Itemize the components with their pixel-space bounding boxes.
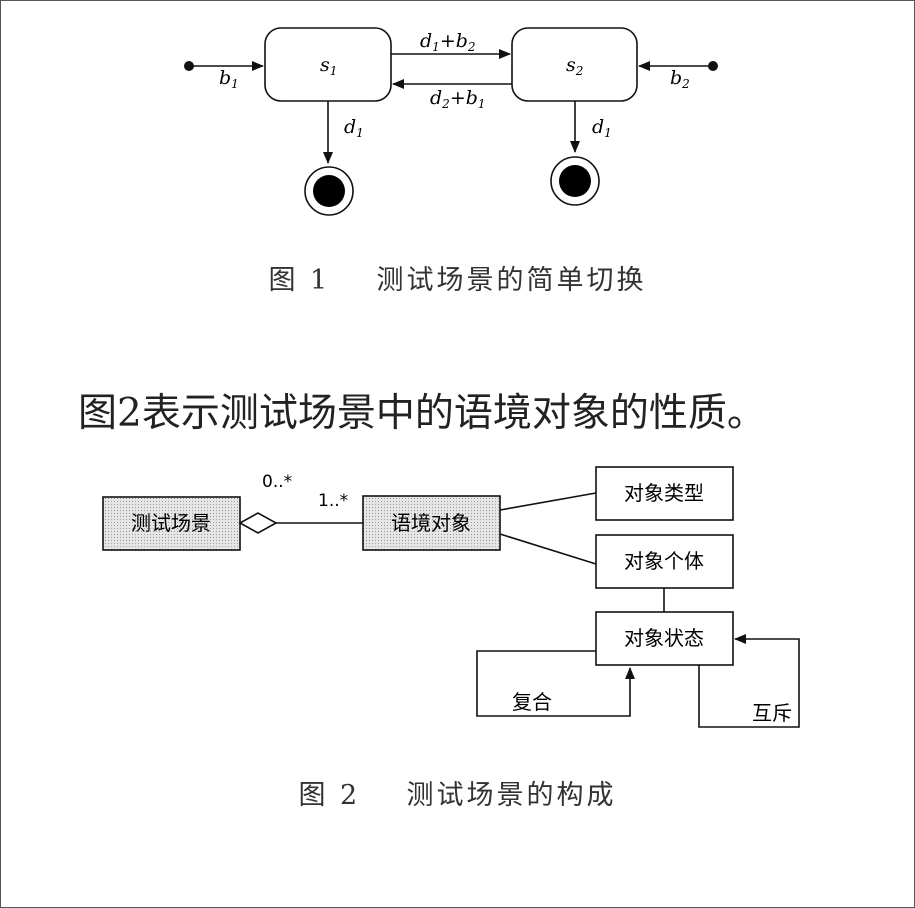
box-object-state	[595, 611, 734, 666]
box-object-individual	[595, 534, 734, 589]
figure2-caption-text: 测试场景的构成	[406, 780, 617, 811]
box-object-type	[595, 466, 734, 521]
loop-composite	[476, 650, 635, 717]
link-context-individual	[499, 533, 597, 565]
figure2-caption-number: 图 2	[298, 780, 361, 811]
figure1-caption: 图 1 测试场景的简单切换	[0, 258, 915, 297]
multiplicity-right: 1..*	[318, 491, 348, 511]
link-context-type	[499, 492, 597, 511]
box-test-scene	[102, 496, 241, 551]
figure1-caption-number: 图 1	[268, 265, 331, 296]
body-paragraph: 图2表示测试场景中的语境对象的性质。	[78, 391, 766, 436]
figure2-caption: 图 2 测试场景的构成	[0, 773, 915, 812]
loop-composite-label: 复合	[512, 690, 552, 714]
s2-final-state-dot	[559, 165, 591, 197]
box-context-object	[362, 495, 501, 551]
figure1-state-diagram: b1 s1 s2 d1+b2 d2+b1 b2 d1 d1	[184, 27, 718, 216]
box-context-object-label: 语境对象	[391, 511, 471, 535]
b2-label: b2	[670, 67, 690, 91]
transition-s2-to-s1-label: d2+b1	[430, 87, 486, 111]
transition-s1-to-s2-label: d1+b2	[420, 30, 476, 54]
state-s1-label: s1	[320, 54, 337, 78]
loop-exclusive-label: 互斥	[752, 701, 792, 725]
aggregation-diamond	[238, 512, 278, 534]
box-object-type-label: 对象类型	[624, 481, 704, 505]
s1-exit-label: d1	[344, 116, 364, 140]
box-object-individual-label: 对象个体	[624, 549, 704, 573]
box-test-scene-label: 测试场景	[131, 511, 211, 535]
multiplicity-left: 0..*	[262, 472, 292, 492]
s1-final-state-dot	[313, 175, 345, 207]
loop-exclusive	[698, 634, 800, 728]
figure2-class-diagram: 测试场景 0..* 1..* 语境对象 对象类型 对象个体 对象状态 复合 互斥	[102, 466, 800, 728]
figure1-caption-text: 测试场景的简单切换	[376, 265, 647, 296]
s2-exit-label: d1	[592, 116, 612, 140]
box-object-state-label: 对象状态	[624, 626, 704, 650]
b1-label: b1	[219, 67, 239, 91]
state-s2-label: s2	[566, 54, 583, 78]
